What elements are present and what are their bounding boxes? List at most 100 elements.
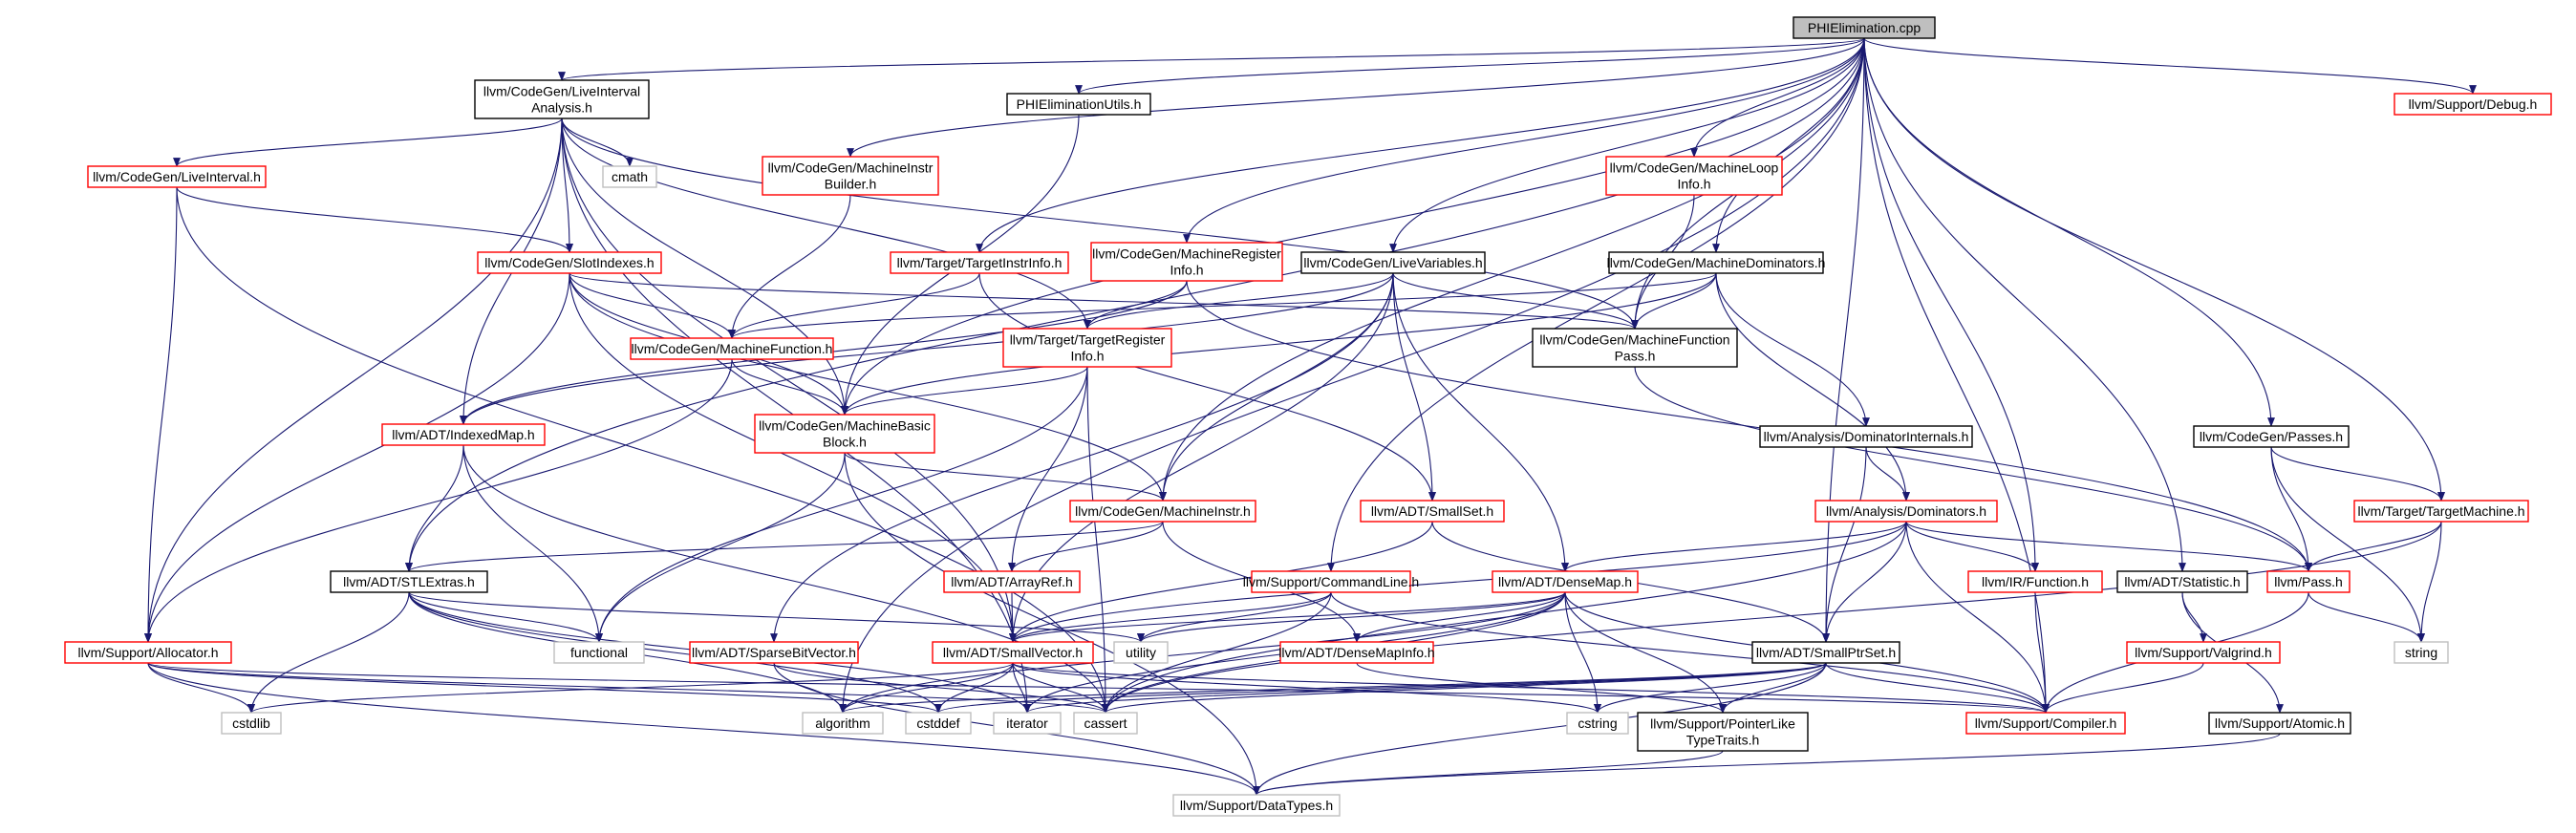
node-n5[interactable]: cmath	[602, 165, 657, 188]
node-label: iterator	[1006, 716, 1048, 731]
node-n42[interactable]: cstddef	[905, 712, 972, 735]
node-n37[interactable]: llvm/ADT/SmallPtrSet.h	[1751, 641, 1900, 664]
edge-n1-n15	[561, 117, 1639, 330]
node-label: llvm/ADT/Statistic.h	[2124, 574, 2240, 589]
node-n35[interactable]: utility	[1113, 641, 1169, 664]
node-n24[interactable]: llvm/ADT/STLExtras.h	[330, 570, 488, 593]
node-label: Analysis.h	[531, 100, 592, 116]
node-n13[interactable]: llvm/CodeGen/MachineFunction.h	[630, 337, 834, 360]
node-n3[interactable]: llvm/Support/Debug.h	[2394, 93, 2552, 116]
edge-n28-n47	[2034, 591, 2050, 714]
node-box	[2394, 93, 2552, 116]
node-n29[interactable]: llvm/ADT/Statistic.h	[2116, 570, 2248, 593]
node-box	[64, 641, 232, 664]
node-n48[interactable]: llvm/Support/Atomic.h	[2208, 712, 2351, 735]
node-n9[interactable]: llvm/Target/TargetInstrInfo.h	[890, 251, 1069, 274]
node-box	[762, 156, 939, 196]
node-box	[474, 79, 650, 119]
node-n21[interactable]: llvm/ADT/SmallSet.h	[1360, 500, 1505, 523]
node-n22[interactable]: llvm/Analysis/Dominators.h	[1814, 500, 1998, 523]
edge-n13-n32	[144, 358, 733, 643]
edge-n18-n22	[1865, 446, 1910, 502]
node-n11[interactable]: llvm/CodeGen/LiveVariables.h	[1300, 251, 1486, 274]
edge-n11-n16	[460, 272, 1394, 425]
node-box	[1566, 712, 1629, 735]
node-n18[interactable]: llvm/Analysis/DominatorInternals.h	[1759, 425, 1973, 448]
node-n31[interactable]: functional	[553, 641, 645, 664]
node-box	[1069, 500, 1256, 523]
edge-n22-n37	[1822, 521, 1907, 643]
node-n44[interactable]: cassert	[1073, 712, 1138, 735]
node-n47[interactable]: llvm/Support/Compiler.h	[1965, 712, 2126, 735]
node-n0[interactable]: PHIElimination.cpp	[1792, 16, 1936, 39]
edge-n0-n3	[1863, 37, 2477, 95]
node-label: llvm/CodeGen/MachineRegister	[1092, 246, 1281, 262]
node-box	[221, 712, 282, 735]
node-n33[interactable]: llvm/ADT/SparseBitVector.h	[689, 641, 859, 664]
edge-n0-n12	[1712, 37, 1865, 253]
node-label: llvm/CodeGen/Passes.h	[2200, 429, 2343, 444]
node-n43[interactable]: iterator	[993, 712, 1062, 735]
node-n4[interactable]: llvm/CodeGen/LiveInterval.h	[87, 165, 267, 188]
node-n19[interactable]: llvm/CodeGen/Passes.h	[2193, 425, 2350, 448]
node-box	[754, 414, 935, 454]
node-n36[interactable]: llvm/ADT/DenseMapInfo.h	[1278, 641, 1435, 664]
node-label: llvm/Target/TargetMachine.h	[2357, 503, 2524, 519]
node-label: llvm/CodeGen/MachineInstr.h	[1075, 503, 1251, 519]
edge-n6-n13	[728, 194, 851, 339]
node-label: PHIElimination.cpp	[1808, 20, 1921, 35]
edge-n4-n8	[176, 186, 573, 253]
edge-n0-n28	[1863, 37, 2039, 572]
node-label: utility	[1126, 645, 1156, 660]
node-n23[interactable]: llvm/Target/TargetMachine.h	[2353, 500, 2529, 523]
node-n20[interactable]: llvm/CodeGen/MachineInstr.h	[1069, 500, 1256, 523]
node-n34[interactable]: llvm/ADT/SmallVector.h	[932, 641, 1094, 664]
node-box	[689, 641, 859, 664]
node-n26[interactable]: llvm/Support/CommandLine.h	[1243, 570, 1419, 593]
node-label: llvm/ADT/SmallVector.h	[943, 645, 1083, 660]
edge-n46-n49	[1253, 750, 1724, 796]
node-label: llvm/CodeGen/LiveVariables.h	[1303, 255, 1482, 270]
node-n40[interactable]: cstdlib	[221, 712, 282, 735]
node-label: llvm/Pass.h	[2274, 574, 2343, 589]
node-n25[interactable]: llvm/ADT/ArrayRef.h	[943, 570, 1081, 593]
node-n8[interactable]: llvm/CodeGen/SlotIndexes.h	[477, 251, 662, 274]
edge-n10-n14	[1084, 280, 1188, 330]
edge-n14-n31	[595, 366, 1088, 643]
node-n2[interactable]: PHIEliminationUtils.h	[1006, 93, 1151, 116]
edge-n34-n40	[247, 662, 1014, 714]
node-n41[interactable]: algorithm	[802, 712, 884, 735]
node-n16[interactable]: llvm/ADT/IndexedMap.h	[381, 423, 546, 446]
nodes: PHIElimination.cpp llvm/CodeGen/LiveInter…	[64, 16, 2552, 817]
node-n38[interactable]: llvm/Support/Valgrind.h	[2126, 641, 2281, 664]
node-n12[interactable]: llvm/CodeGen/MachineDominators.h	[1607, 251, 1826, 274]
node-n45[interactable]: cstring	[1566, 712, 1629, 735]
node-label: llvm/Support/Valgrind.h	[2135, 645, 2272, 660]
node-n32[interactable]: llvm/Support/Allocator.h	[64, 641, 232, 664]
edge-n26-n44	[1102, 591, 1332, 714]
node-box	[1279, 641, 1434, 664]
edge-n33-n44	[773, 662, 1109, 714]
edge-n23-n30	[2305, 521, 2442, 572]
node-n49[interactable]: llvm/Support/DataTypes.h	[1172, 794, 1341, 817]
node-n28[interactable]: llvm/IR/Function.h	[1967, 570, 2103, 593]
node-n39[interactable]: string	[2394, 641, 2449, 664]
node-label: PHIEliminationUtils.h	[1017, 96, 1142, 112]
edge-n17-n20	[844, 452, 1167, 502]
node-n30[interactable]: llvm/Pass.h	[2266, 570, 2351, 593]
edge-n19-n23	[2270, 446, 2445, 502]
edge-n11-n15	[1392, 272, 1639, 330]
node-box	[2116, 570, 2248, 593]
edge-n0-n6	[847, 37, 1865, 158]
edge-n27-n35	[1137, 591, 1566, 643]
node-label: Info.h	[1677, 177, 1710, 192]
node-n27[interactable]: llvm/ADT/DenseMap.h	[1492, 570, 1639, 593]
